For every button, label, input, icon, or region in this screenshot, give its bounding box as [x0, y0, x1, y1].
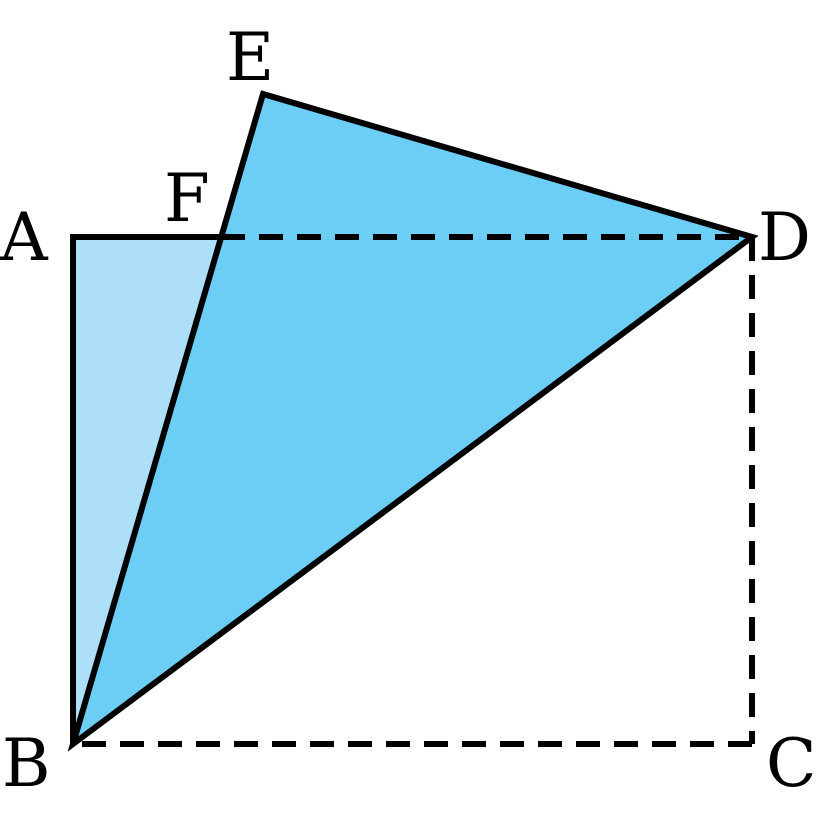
label-point-a: A [0, 199, 49, 276]
label-point-e: E [226, 19, 274, 96]
triangle-ebd-outline [67, 90, 759, 752]
edge-fab-solid [70, 234, 221, 744]
label-point-d: D [758, 199, 811, 276]
label-point-b: B [2, 725, 51, 802]
label-point-c: C [766, 725, 817, 802]
triangle-ebd-folded-region [73, 94, 752, 744]
label-point-f: F [164, 160, 210, 237]
